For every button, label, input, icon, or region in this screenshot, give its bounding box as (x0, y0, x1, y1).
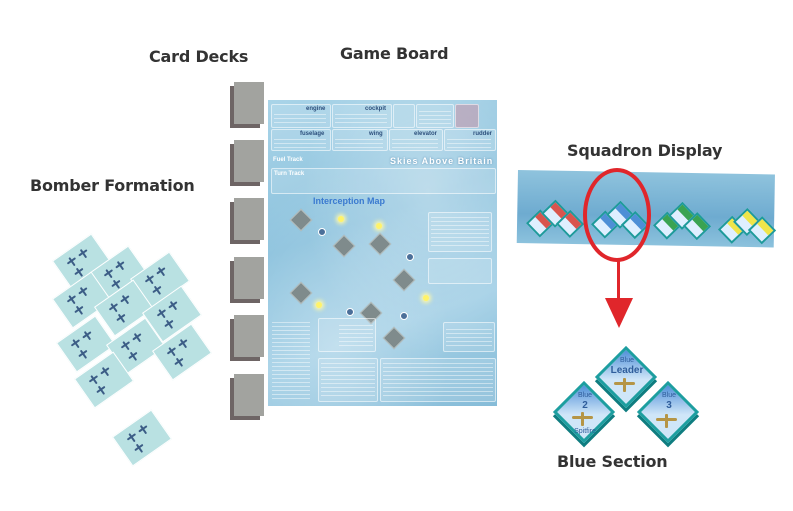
arrow-shaft (617, 260, 620, 300)
blue-3-text: Blue 3 (652, 392, 686, 411)
bomber-plane-icon (114, 311, 128, 325)
card-deck[interactable] (230, 82, 264, 128)
bomber-plane-icon (137, 423, 151, 437)
elevator-panel-title: elevator (414, 131, 438, 137)
interception-map-title: Interception Map (313, 196, 386, 206)
turn-track: Turn Track (271, 168, 496, 194)
bomber-plane-icon (177, 337, 191, 351)
fuselage-panel: fuselage (271, 129, 331, 151)
bomber-plane-icon (94, 383, 108, 397)
sequence-panel (380, 358, 496, 402)
fuselage-panel-title: fuselage (300, 131, 325, 137)
card-deck[interactable] (230, 315, 264, 361)
bomber-plane-icon (172, 355, 186, 369)
card-deck[interactable] (230, 198, 264, 244)
game-board-label: Game Board (340, 44, 449, 63)
bomber-plane-icon (77, 247, 91, 261)
counter-line: 3 (666, 400, 672, 411)
sector-tile (392, 268, 416, 292)
bomber-formation-label: Bomber Formation (30, 176, 195, 195)
combat-table (318, 318, 376, 352)
blue-section-label: Blue Section (557, 452, 668, 471)
bomber-card[interactable] (112, 409, 172, 467)
sector-tile (382, 326, 406, 350)
card-decks-label: Card Decks (149, 47, 249, 66)
card-deck[interactable] (230, 140, 264, 186)
sortie-panel (318, 358, 378, 402)
bomber-plane-icon (162, 317, 176, 331)
rudder-panel: rudder (444, 129, 496, 151)
turn-track-label: Turn Track (274, 171, 305, 177)
bomber-plane-icon (132, 441, 146, 455)
game-board: engine cockpit fuselage wing elevator ru… (268, 100, 497, 406)
sun-icon (376, 223, 382, 229)
board-title: Skies Above Britain (390, 156, 494, 166)
rudder-panel-title: rudder (473, 131, 493, 137)
wing-panel-title: wing (369, 131, 383, 137)
airfield-icon (406, 253, 414, 261)
card-deck[interactable] (230, 257, 264, 303)
airfield-icon (346, 308, 354, 316)
counter-line: Blue (577, 392, 592, 399)
bomber-plane-icon (72, 303, 86, 317)
counter-line: Blue (619, 357, 634, 364)
sun-icon (316, 302, 322, 308)
bomber-plane-icon (81, 329, 95, 343)
counter-line: 2 (582, 400, 588, 411)
bomber-plane-icon (77, 285, 91, 299)
fuel-track-label: Fuel Track (273, 157, 303, 163)
sun-icon (338, 216, 344, 222)
card-deck[interactable] (230, 374, 264, 420)
sun-icon (423, 295, 429, 301)
highlight-circle (583, 168, 651, 262)
bomber-plane-icon (76, 347, 90, 361)
spitfire-icon (572, 412, 593, 426)
sector-tile (368, 232, 392, 256)
raid-track (428, 212, 492, 252)
bomber-plane-icon (167, 299, 181, 313)
arrow-down-icon (605, 298, 633, 328)
blue-leader-text: Blue Leader (610, 357, 644, 376)
airframe-panel (455, 104, 479, 128)
blue-2-text: Blue 2 (568, 392, 602, 411)
blue-3-counter[interactable] (636, 380, 700, 444)
bomber-plane-icon (155, 265, 169, 279)
bomber-plane-icon (150, 283, 164, 297)
sector-tile (289, 208, 313, 232)
blue-leader-counter[interactable] (594, 345, 658, 409)
aircraft-status-list (272, 322, 310, 400)
elevator-panel: elevator (389, 129, 443, 151)
bomber-plane-icon (114, 259, 128, 273)
bail-out-panel (393, 104, 415, 128)
cockpit-panel-title: cockpit (365, 106, 387, 112)
sector-tile (332, 234, 356, 258)
sector-tile (289, 281, 313, 305)
scramble-track (428, 258, 492, 284)
airfield-icon (318, 228, 326, 236)
counter-line: Spitfire (574, 428, 596, 435)
wing-panel: wing (332, 129, 388, 151)
bomber-plane-icon (99, 365, 113, 379)
counter-line: Leader (610, 365, 644, 376)
engine-panel: engine (271, 104, 331, 128)
blue-2-type-text: Spitfire (568, 428, 602, 436)
counter-line: Blue (661, 392, 676, 399)
chaos-panel (416, 104, 454, 128)
altitude-table (443, 322, 495, 352)
airfield-icon (400, 312, 408, 320)
bomber-plane-icon (131, 331, 145, 345)
bomber-plane-icon (119, 293, 133, 307)
engine-panel-title: engine (306, 106, 326, 112)
spitfire-icon (614, 378, 635, 392)
bomber-plane-icon (126, 349, 140, 363)
spitfire-icon (656, 414, 677, 428)
cockpit-panel: cockpit (332, 104, 392, 128)
squadron-display-label: Squadron Display (567, 141, 723, 160)
